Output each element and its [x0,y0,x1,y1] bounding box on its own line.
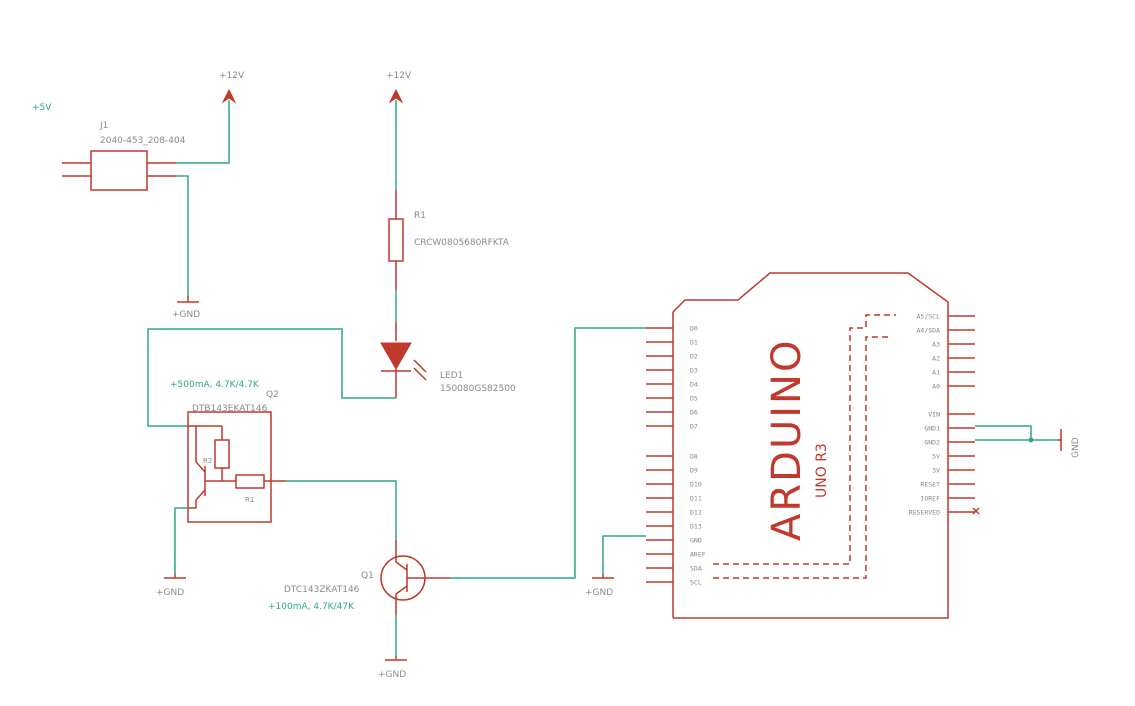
pin-label-right: GND2 [924,439,940,447]
pin-label-left: D1 [690,339,698,347]
pin-label-left: D8 [690,453,698,461]
svg-text:GND: GND [1071,437,1081,458]
wire-led-q2 [147,328,396,427]
pin-label-left: D11 [690,495,702,503]
pin-label-right: A2 [932,355,940,363]
pin-label-left: D5 [690,395,698,403]
transistor-q1[interactable]: Q1 DTC143ZKAT146 +100mA, 4.7K/47K [268,540,450,615]
q1-ref: Q1 [361,571,374,581]
pin-label-right: A3 [932,341,940,349]
wire-q1-d0 [450,327,646,579]
pin-label-left: D9 [690,467,698,475]
pin-label-right: RESET [920,481,940,489]
svg-text:+12V: +12V [386,71,412,81]
pin-label-left: D12 [690,509,702,517]
svg-text:+12V: +12V [219,71,245,81]
pin-label-left: SDA [690,565,702,573]
q2-inner-r1: R1 [245,496,254,504]
pin-label-right: IOREF [920,495,940,503]
pin-label-left: AREF [690,551,706,559]
q2-note: +500mA, 4.7K/4.7K [170,380,260,390]
pin-label-left: SCL [690,579,702,587]
led-led1[interactable]: LED1 150080GS82500 [380,322,516,398]
q1-value: DTC143ZKAT146 [284,585,360,595]
wire-ard-gnd [602,535,646,574]
pin-label-right: A0 [932,383,940,391]
pin-label-right: VIN [928,411,940,419]
r1-value: CRCW0805680RFKTA [414,238,510,248]
pin-label-right: RESERVED [909,509,940,517]
wire-q2-q1 [286,480,397,540]
no-connect-reserved [972,507,980,515]
wire-j1-gnd [176,175,189,298]
resistor-r1[interactable]: R1 CRCW0805680RFKTA [388,190,510,290]
led1-ref: LED1 [440,371,463,381]
pin-label-left: D0 [690,325,698,333]
svg-text:+GND: +GND [585,588,613,598]
junction-dot [1028,437,1034,443]
power-12v-a: +12V [219,71,245,104]
pin-label-left: D13 [690,523,702,531]
led1-value: 150080GS82500 [440,384,516,394]
pin-label-right: 3V [932,467,940,475]
svg-text:+GND: +GND [156,588,184,598]
pin-label-left: D7 [690,423,698,431]
j1-ref: J1 [99,121,108,131]
arduino-model: UNO R3 [814,443,830,498]
q2-ref: Q2 [266,390,279,400]
pin-label-left: D2 [690,353,698,361]
pin-label-right: A1 [932,369,940,377]
transistor-q2[interactable]: +500mA, 4.7K/4.7K Q2 DTB143EKAT146 R2 R1 [170,380,286,523]
svg-text:+GND: +GND [172,310,200,320]
j1-value: 2040-453_208-404 [100,136,186,146]
gnd-symbol-j1: +GND [172,296,200,320]
wire-gnd1-right [975,425,1061,441]
connector-j1[interactable]: J1 2040-453_208-404 [62,121,186,191]
pin-label-left: D4 [690,381,698,389]
power-12v-b: +12V [386,71,412,104]
gnd-symbol-arduino: +GND [585,574,614,598]
gnd-symbol-right: GND [1058,429,1081,458]
pin-label-left: GND [690,537,702,545]
q1-note: +100mA, 4.7K/47K [268,602,355,612]
arduino-brand: ARDUINO [764,339,810,541]
net-label-5v: +5V [32,103,52,113]
pin-label-left: D6 [690,409,698,417]
pin-label-right: A4/SDA [917,327,941,335]
r1-ref: R1 [414,211,426,221]
q2-value: DTB143EKAT146 [192,404,268,414]
pin-label-right: A5/SCL [917,313,941,321]
svg-text:+GND: +GND [378,670,406,680]
pin-label-right: GND1 [924,425,940,433]
pin-label-left: D10 [690,481,702,489]
pin-label-right: 5V [932,453,940,461]
pin-label-left: D3 [690,367,698,375]
wire-q2-gnd [174,507,188,574]
q2-inner-r2: R2 [203,457,212,465]
wire-j1-12v [176,100,230,164]
gnd-symbol-q2: +GND [156,574,186,598]
arduino-uno-board[interactable]: ARDUINO UNO R3 [672,272,949,619]
gnd-symbol-q1: +GND [378,656,407,680]
